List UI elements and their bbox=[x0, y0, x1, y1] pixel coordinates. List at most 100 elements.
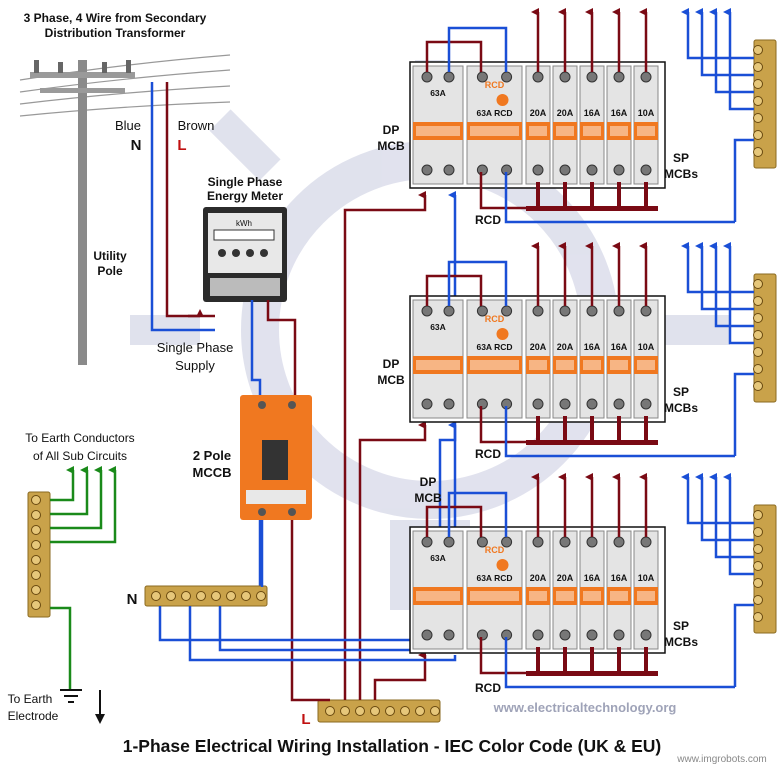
utility-pole-label-1: Utility bbox=[93, 249, 127, 263]
transformer-label-2: Distribution Transformer bbox=[45, 26, 186, 40]
blue-wire-label: Blue bbox=[115, 118, 141, 133]
sp-mcb-5: 10A bbox=[633, 299, 659, 419]
mcb-rating: 20A bbox=[530, 108, 547, 118]
feeder-wiring bbox=[158, 191, 457, 700]
live-bar-l-label: L bbox=[301, 711, 310, 728]
sp-mcb-2: 20A bbox=[552, 530, 578, 650]
mcb-rating: 20A bbox=[530, 573, 547, 583]
distribution-board-1: 63A 63A RCD RCD 20A 20A 16A 16A 10A DP MCB RCD SP MC… bbox=[377, 8, 777, 227]
rcd-label: RCD bbox=[475, 213, 501, 227]
rcd-badge: RCD bbox=[485, 80, 505, 90]
distribution-board-2: 63A 63A RCD RCD 20A 20A 16A 16A 10A DP MCB RCD SP MC… bbox=[377, 242, 777, 461]
sp-mcb-3: 16A bbox=[579, 530, 605, 650]
mccb-label-1: 2 Pole bbox=[193, 448, 231, 463]
rcd-rating: 63A RCD bbox=[476, 573, 512, 583]
dp-rating: 63A bbox=[430, 553, 446, 563]
mcb-rating: 16A bbox=[584, 108, 601, 118]
mcb-label: MCB bbox=[414, 491, 442, 505]
mccb-label-2: MCCB bbox=[193, 465, 232, 480]
rcd-rating: 63A RCD bbox=[476, 342, 512, 352]
mcb-rating: 10A bbox=[638, 108, 655, 118]
energy-meter bbox=[203, 207, 287, 302]
rcd-label: RCD bbox=[475, 681, 501, 695]
dp-label: DP bbox=[383, 123, 400, 137]
earth-busbar bbox=[27, 491, 51, 618]
mcb-rating: 20A bbox=[557, 342, 574, 352]
sp-label: SP bbox=[673, 151, 689, 165]
mcb-rating: 16A bbox=[611, 573, 628, 583]
live-bar-screws bbox=[325, 706, 440, 716]
dp-label: DP bbox=[420, 475, 437, 489]
website-label: www.electricaltechnology.org bbox=[493, 700, 677, 715]
sp-label: SP bbox=[673, 385, 689, 399]
rcd-label: RCD bbox=[475, 447, 501, 461]
dp-mcb: 63A bbox=[412, 530, 464, 650]
sp-mcb-1: 20A bbox=[525, 530, 551, 650]
brown-wire-label: Brown bbox=[178, 118, 215, 133]
neutral-bar-screws bbox=[151, 591, 266, 601]
sp-mcb-5: 10A bbox=[633, 65, 659, 185]
live-l-label: L bbox=[177, 137, 186, 154]
mcbs-label: MCBs bbox=[664, 635, 698, 649]
utility-pole-label-2: Pole bbox=[97, 264, 123, 278]
mcb-rating: 20A bbox=[557, 108, 574, 118]
earth-conductors-label-1: To Earth Conductors bbox=[25, 431, 134, 445]
overhead-lines bbox=[19, 54, 231, 117]
mcb-rating: 16A bbox=[611, 342, 628, 352]
mccb-breaker bbox=[240, 395, 312, 520]
mcbs-label: MCBs bbox=[664, 167, 698, 181]
rcd-rating: 63A RCD bbox=[476, 108, 512, 118]
earth-electrode-label-1: To Earth bbox=[8, 692, 53, 706]
mcb-rating: 16A bbox=[584, 573, 601, 583]
mcb-rating: 10A bbox=[638, 573, 655, 583]
sp-mcb-4: 16A bbox=[606, 65, 632, 185]
mcb-rating: 20A bbox=[530, 342, 547, 352]
sp-mcb-3: 16A bbox=[579, 299, 605, 419]
earth-electrode-label-2: Electrode bbox=[8, 709, 59, 723]
sp-mcb-5: 10A bbox=[633, 530, 659, 650]
mcb-rating: 16A bbox=[584, 342, 601, 352]
meter-label-1: Single Phase bbox=[208, 175, 283, 189]
sp-mcb-1: 20A bbox=[525, 299, 551, 419]
rcd-badge: RCD bbox=[485, 545, 505, 555]
sp-label: SP bbox=[673, 619, 689, 633]
mcb-rating: 10A bbox=[638, 342, 655, 352]
watermark-label: www.imgrobots.com bbox=[676, 754, 766, 765]
mcbs-label: MCBs bbox=[664, 401, 698, 415]
mcb-label: MCB bbox=[377, 373, 405, 387]
rcd-device: 63A RCD RCD bbox=[466, 299, 523, 419]
mcb-rating: 20A bbox=[557, 573, 574, 583]
earth-ground-icon bbox=[60, 689, 82, 703]
sp-mcb-2: 20A bbox=[552, 299, 578, 419]
diagram-title: 1-Phase Electrical Wiring Installation -… bbox=[123, 736, 662, 756]
sp-mcb-1: 20A bbox=[525, 65, 551, 185]
rcd-device: 63A RCD RCD bbox=[466, 530, 523, 650]
neutral-n-label: N bbox=[131, 137, 142, 154]
rcd-badge: RCD bbox=[485, 314, 505, 324]
dp-mcb: 63A bbox=[412, 299, 464, 419]
sp-mcb-4: 16A bbox=[606, 530, 632, 650]
earth-bar-screws bbox=[31, 495, 41, 610]
dp-rating: 63A bbox=[430, 322, 446, 332]
distribution-board-3: 63A 63A RCD RCD 20A 20A 16A 16A 10A DP MCB RCD SP MC… bbox=[409, 473, 777, 695]
earth-conductors-label-2: of All Sub Circuits bbox=[33, 449, 127, 463]
utility-pole bbox=[30, 60, 135, 365]
dp-mcb: 63A bbox=[412, 65, 464, 185]
sp-mcb-4: 16A bbox=[606, 299, 632, 419]
supply-neutral-wire bbox=[150, 82, 215, 332]
earth-wiring bbox=[50, 466, 117, 690]
sp-mcb-3: 16A bbox=[579, 65, 605, 185]
supply-label-1: Single Phase bbox=[157, 340, 234, 355]
dp-rating: 63A bbox=[430, 88, 446, 98]
mcb-label: MCB bbox=[377, 139, 405, 153]
rcd-device: 63A RCD RCD bbox=[466, 65, 523, 185]
supply-label-2: Supply bbox=[175, 358, 215, 373]
mcb-rating: 16A bbox=[611, 108, 628, 118]
meter-label-2: Energy Meter bbox=[207, 189, 283, 203]
kwh-label: kWh bbox=[236, 219, 252, 228]
sp-mcb-2: 20A bbox=[552, 65, 578, 185]
dp-label: DP bbox=[383, 357, 400, 371]
transformer-label-1: 3 Phase, 4 Wire from Secondary bbox=[24, 11, 207, 25]
